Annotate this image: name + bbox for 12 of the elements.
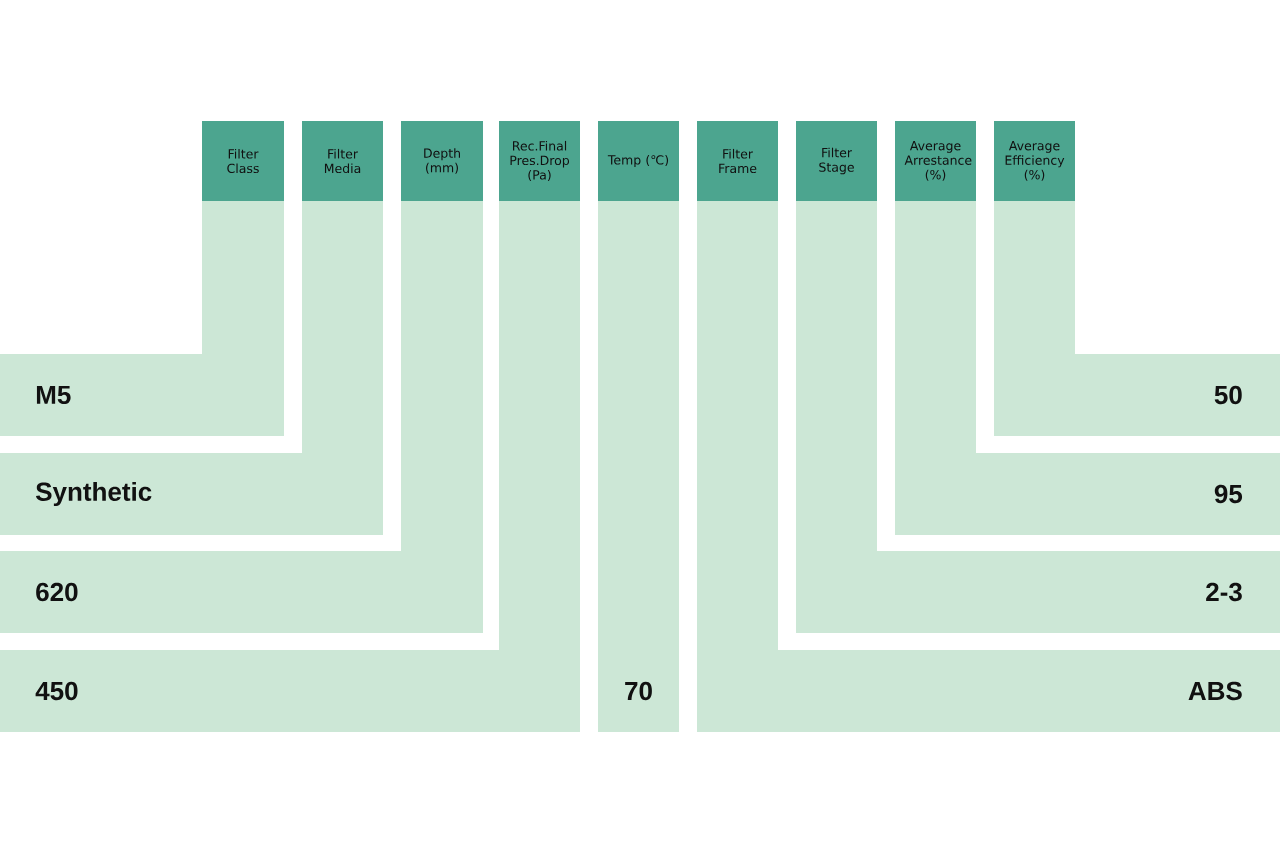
table-column: Temp (℃) 70: [598, 121, 679, 732]
node-label: Filter Media: [324, 148, 361, 174]
node-label: Filter Stage: [819, 147, 854, 175]
table-column: Filter Class M5: [0, 121, 284, 436]
node-label: Depth (mm): [424, 148, 460, 174]
node-label: Filter Frame: [719, 148, 757, 174]
node-label: Rec.Final Pres.Drop (Pa): [510, 140, 570, 182]
node-label: Temp (℃): [607, 154, 669, 168]
table-column: Average Efficiency (%) 50: [994, 121, 1280, 436]
node-label: Filter Class: [227, 148, 259, 174]
node-label: Average Arrestance (%): [904, 141, 972, 181]
node-label: Average Efficiency (%): [1005, 141, 1065, 181]
